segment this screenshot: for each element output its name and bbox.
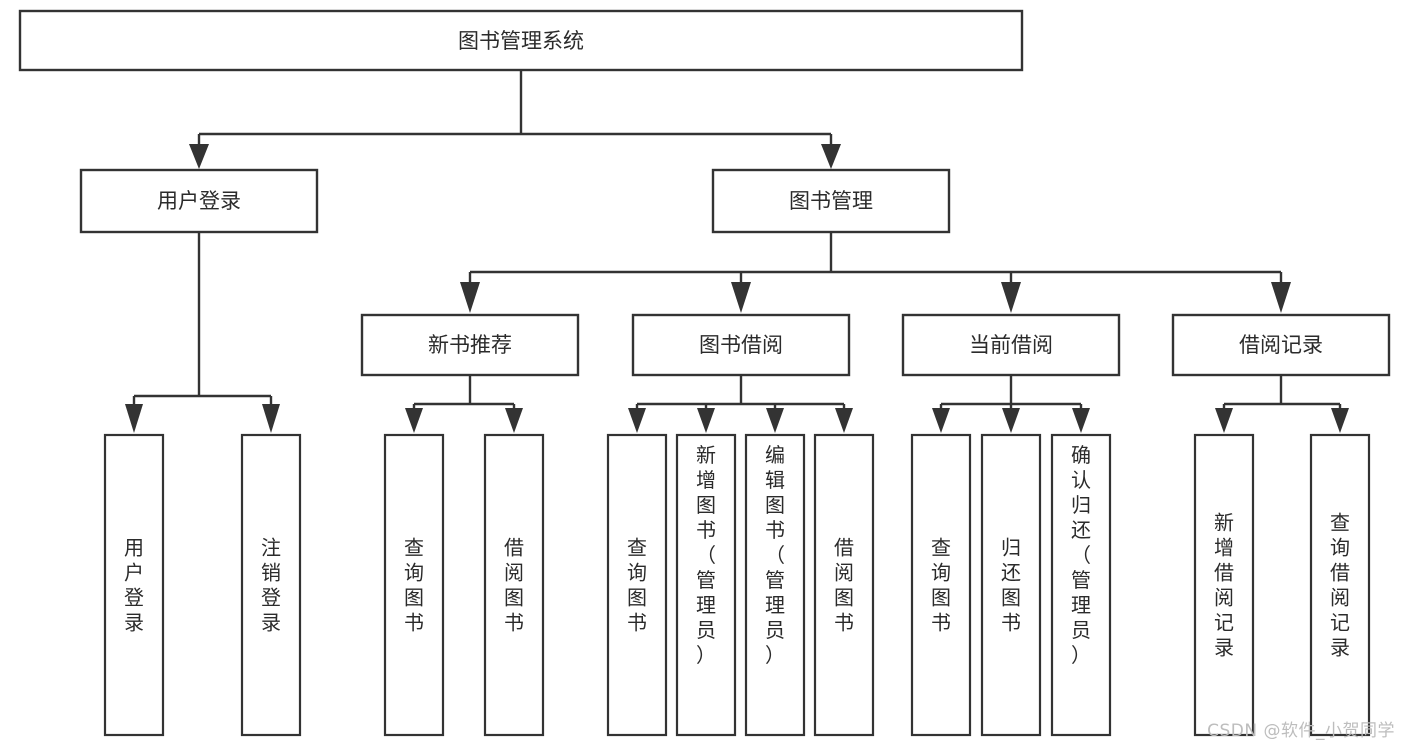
arrow-leaf-logout [262,404,280,433]
leaf-current-confirm-return[interactable]: 确认归还（管理员） [1050,433,1112,737]
node-book-manage-label: 图书管理 [789,189,873,213]
arrow-recommend-leaf-1 [405,408,423,433]
arrow-borrow-leaf-3 [766,408,784,433]
arrow-record-leaf-2 [1331,408,1349,433]
leaf-borrow-edit-book[interactable]: 编辑图书（管理员） [744,433,806,737]
leaf-recommend-query-book[interactable]: 查询图书 [383,433,445,737]
arrow-borrow-record [1271,282,1291,313]
connector-layer [125,70,1349,433]
arrow-user-login [189,144,209,169]
arrow-book-manage [821,144,841,169]
leaf-current-query-book-box[interactable] [910,433,972,737]
leaf-current-confirm-return-box[interactable] [1050,433,1112,737]
leaf-borrow-query-book-box[interactable] [606,433,668,737]
leaf-borrow-add-book-label: 新增图书（管理员） [696,443,716,667]
node-book-borrow[interactable]: 图书借阅 [631,313,851,377]
node-root-label: 图书管理系统 [458,29,584,53]
arrow-current-leaf-2 [1002,408,1020,433]
leaf-borrow-edit-book-box[interactable] [744,433,806,737]
node-new-book-recommend-label: 新书推荐 [428,333,512,357]
node-root-box[interactable] [18,9,1024,72]
leaf-recommend-borrow-book[interactable]: 借阅图书 [483,433,545,737]
leaf-user-login-logout[interactable]: 注销登录 [240,433,302,737]
node-current-borrow-label: 当前借阅 [969,333,1053,357]
leaf-current-query-book[interactable]: 查询图书 [910,433,972,737]
leaf-user-login-login[interactable]: 用户登录 [103,433,165,737]
arrow-borrow-leaf-1 [628,408,646,433]
arrow-book-borrow [731,282,751,313]
leaf-current-return-book-box[interactable] [980,433,1042,737]
arrow-leaf-user-login [125,404,143,433]
leaf-current-return-book-label: 归还图书 [1001,536,1021,635]
node-user-login-label: 用户登录 [157,189,241,213]
leaf-current-return-book[interactable]: 归还图书 [980,433,1042,737]
leaf-user-login-login-label: 用户登录 [124,536,144,635]
arrow-current-borrow [1001,282,1021,313]
node-new-book-recommend[interactable]: 新书推荐 [360,313,580,377]
csdn-watermark: CSDN @软件_小贺同学 [1207,721,1395,741]
leaf-user-login-logout-box[interactable] [240,433,302,737]
node-user-login-box[interactable] [79,168,319,234]
leaf-user-login-login-box[interactable] [103,433,165,737]
node-book-manage-box[interactable] [711,168,951,234]
node-borrow-record[interactable]: 借阅记录 [1171,313,1391,377]
leaf-borrow-add-book[interactable]: 新增图书（管理员） [675,433,737,737]
leaf-borrow-borrow-book[interactable]: 借阅图书 [813,433,875,737]
leaf-recommend-borrow-book-label: 借阅图书 [504,536,524,635]
arrow-current-leaf-3 [1072,408,1090,433]
node-book-borrow-label: 图书借阅 [699,333,783,357]
arrow-current-leaf-1 [932,408,950,433]
leaf-user-login-logout-label: 注销登录 [261,536,281,635]
node-borrow-record-label: 借阅记录 [1239,333,1323,357]
node-borrow-record-box[interactable] [1171,313,1391,377]
arrow-borrow-leaf-4 [835,408,853,433]
leaf-borrow-borrow-book-box[interactable] [813,433,875,737]
leaf-record-query-record-label: 查询借阅记录 [1330,511,1350,660]
leaf-borrow-borrow-book-label: 借阅图书 [834,536,854,635]
node-new-book-recommend-box[interactable] [360,313,580,377]
arrow-record-leaf-1 [1215,408,1233,433]
arrow-new-book-recommend [460,282,480,313]
leaf-record-add-record-box[interactable] [1193,433,1255,737]
leaf-borrow-query-book-label: 查询图书 [627,536,647,635]
leaf-recommend-query-book-box[interactable] [383,433,445,737]
leaf-current-query-book-label: 查询图书 [931,536,951,635]
node-root[interactable]: 图书管理系统 [18,9,1024,72]
leaf-recommend-borrow-book-box[interactable] [483,433,545,737]
node-current-borrow[interactable]: 当前借阅 [901,313,1121,377]
arrow-borrow-leaf-2 [697,408,715,433]
leaf-record-add-record-label: 新增借阅记录 [1214,511,1234,660]
leaf-borrow-query-book[interactable]: 查询图书 [606,433,668,737]
node-book-manage[interactable]: 图书管理 [711,168,951,234]
node-current-borrow-box[interactable] [901,313,1121,377]
node-user-login[interactable]: 用户登录 [79,168,319,234]
leaf-record-add-record[interactable]: 新增借阅记录 [1193,433,1255,737]
leaf-record-query-record-box[interactable] [1309,433,1371,737]
leaf-borrow-edit-book-label: 编辑图书（管理员） [765,443,785,667]
leaf-recommend-query-book-label: 查询图书 [404,536,424,635]
leaf-record-query-record[interactable]: 查询借阅记录 [1309,433,1371,737]
leaf-current-confirm-return-label: 确认归还（管理员） [1071,443,1091,667]
node-book-borrow-box[interactable] [631,313,851,377]
leaf-borrow-add-book-box[interactable] [675,433,737,737]
arrow-recommend-leaf-2 [505,408,523,433]
